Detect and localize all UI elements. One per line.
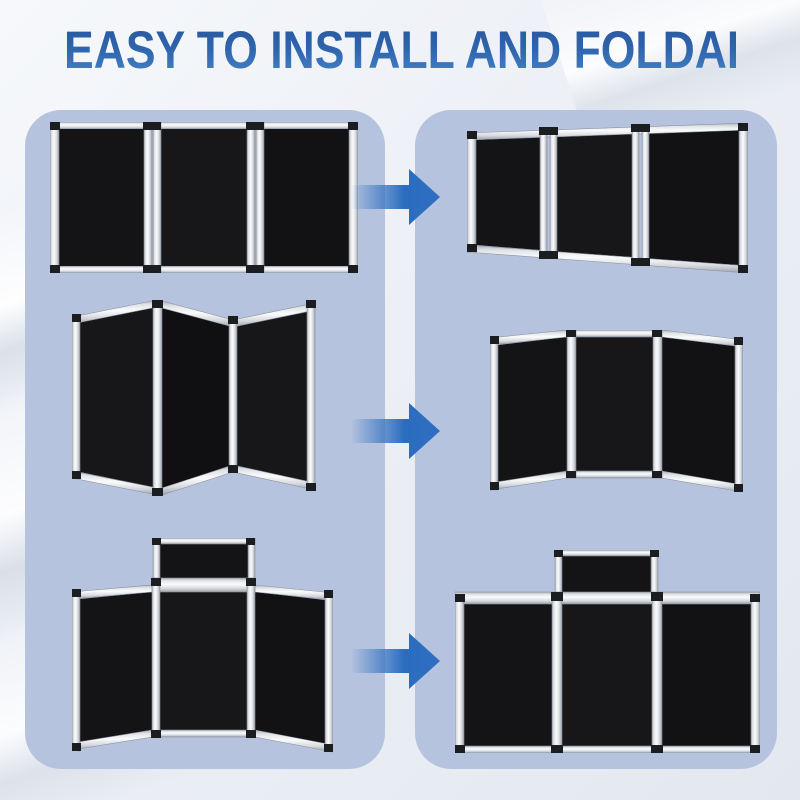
- trifold-display-board-open-with-header-side-view: [72, 538, 333, 753]
- trifold-display-board-fully-assembled-front-with-header: [455, 550, 760, 753]
- right-arrow-icon: [352, 169, 440, 225]
- trifold-display-board-open-wings-angled: [490, 330, 743, 492]
- right-arrow-icon: [352, 403, 440, 459]
- trifold-display-board-zigzag-half-open: [72, 300, 316, 496]
- trifold-display-board-folded-flat-front-view: [50, 122, 358, 273]
- trifold-display-board-flat-angled-view: [467, 123, 748, 273]
- page-title: EASY TO INSTALL AND FOLDABLE: [64, 21, 800, 80]
- right-arrow-icon: [352, 633, 440, 689]
